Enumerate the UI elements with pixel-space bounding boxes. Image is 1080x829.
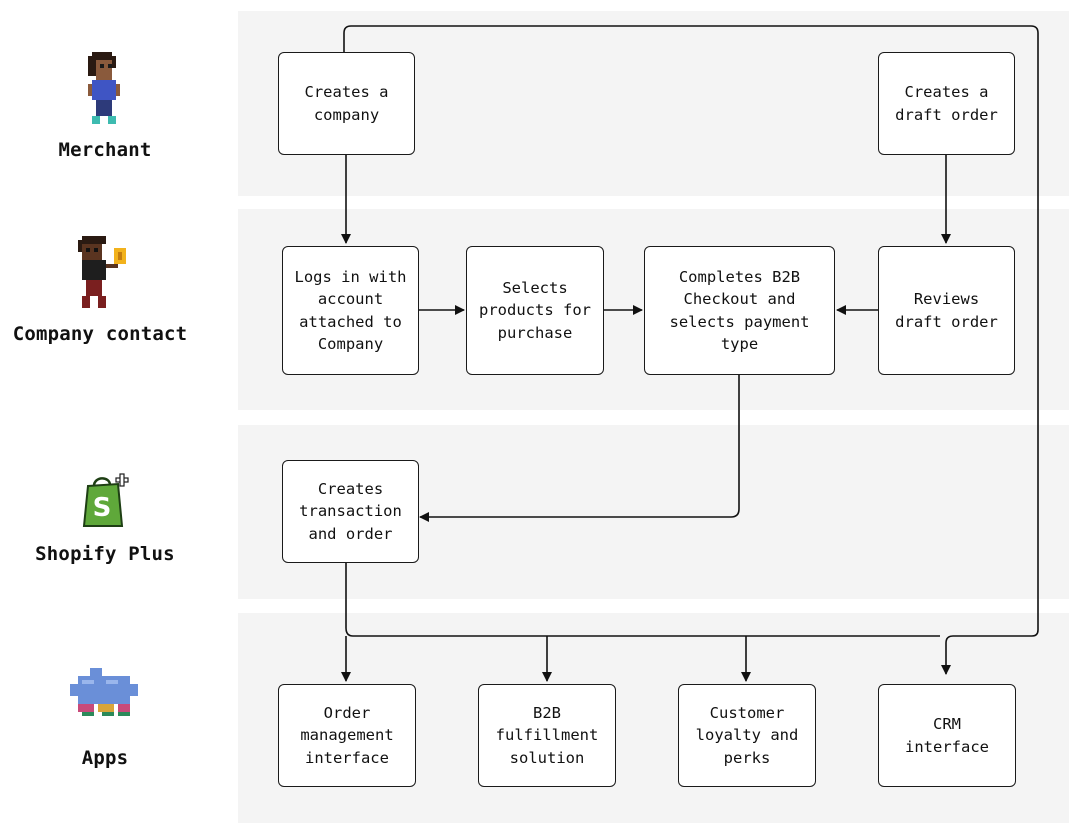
connector-company-to-crm (343, 25, 1039, 675)
company-contact-person-icon (74, 236, 130, 316)
node-crm-interface: CRM interface (878, 684, 1016, 787)
node-creates-transaction: Creates transaction and order (282, 460, 419, 563)
actor-label-company-contact: Company contact (12, 323, 188, 345)
connector-checkout-to-transaction (419, 375, 740, 522)
node-logs-in: Logs in with account attached to Company (282, 246, 419, 375)
merchant-person-icon (80, 52, 124, 132)
connector-transaction-to-apps (345, 563, 940, 637)
node-customer-loyalty: Customer loyalty and perks (678, 684, 816, 787)
node-completes-checkout: Completes B2B Checkout and selects payme… (644, 246, 835, 375)
node-create-company: Creates a company (278, 52, 415, 155)
actor-label-shopify-plus: Shopify Plus (35, 543, 175, 565)
node-order-management: Order management interface (278, 684, 416, 787)
actor-label-apps: Apps (81, 747, 129, 769)
node-b2b-fulfillment: B2B fulfillment solution (478, 684, 616, 787)
node-create-draft-order: Creates a draft order (878, 52, 1015, 155)
actor-label-merchant: Merchant (58, 139, 152, 161)
node-reviews-draft-order: Reviews draft order (878, 246, 1015, 375)
svg-text:S: S (93, 493, 112, 523)
shopify-bag-icon: S (80, 472, 130, 534)
node-selects-products: Selects products for purchase (466, 246, 604, 375)
puzzle-piece-icon (70, 668, 138, 728)
